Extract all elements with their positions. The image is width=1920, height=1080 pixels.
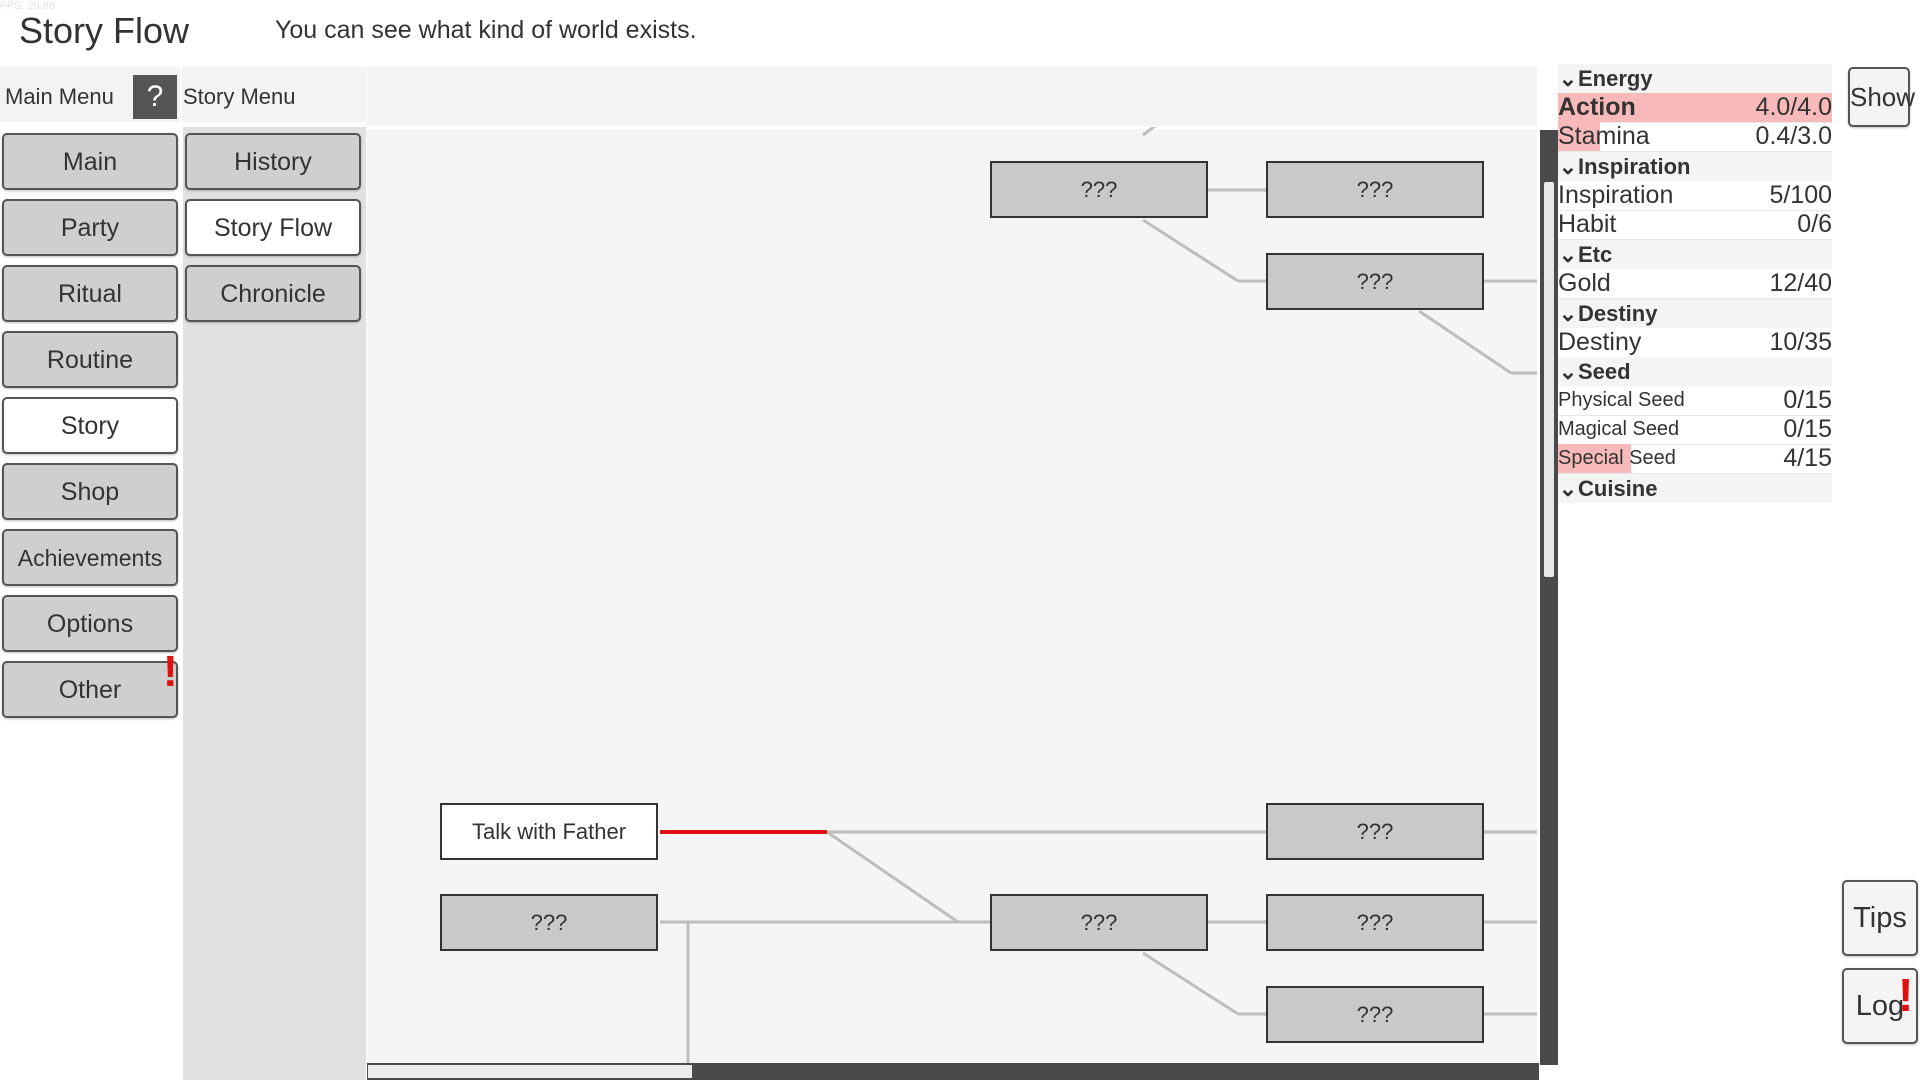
chevron-down-icon: ⌄ <box>1558 66 1578 91</box>
flow-edge <box>1142 218 1239 283</box>
horizontal-scroll-thumb[interactable] <box>368 1065 692 1078</box>
habit-label: Habit <box>1558 210 1617 238</box>
menu-main-button[interactable]: Main <box>2 133 178 190</box>
flow-edge <box>1142 951 1239 1016</box>
magical-seed-row: Magical Seed 0/15 <box>1558 415 1832 445</box>
story-history-button[interactable]: History <box>185 133 361 190</box>
menu-ritual-button[interactable]: Ritual <box>2 265 178 322</box>
flow-node[interactable]: ??? <box>440 894 658 951</box>
etc-category[interactable]: ⌄Etc <box>1558 240 1832 269</box>
menu-options-button[interactable]: Options <box>2 595 178 652</box>
seed-category[interactable]: ⌄Seed <box>1558 357 1832 386</box>
flow-node[interactable]: ??? <box>990 161 1208 218</box>
show-button[interactable]: Show <box>1848 67 1915 127</box>
page-title: Story Flow <box>19 10 190 51</box>
flow-node[interactable]: ??? <box>990 894 1208 951</box>
flow-node-talk-with-father[interactable]: Talk with Father <box>440 803 658 860</box>
chevron-down-icon: ⌄ <box>1558 301 1578 326</box>
action-fill <box>1558 93 1832 122</box>
destiny-label: Destiny <box>1558 328 1642 356</box>
menu-routine-button[interactable]: Routine <box>2 331 178 388</box>
destiny-row: Destiny 10/35 <box>1558 328 1832 358</box>
inspiration-row: Inspiration 5/100 <box>1558 181 1832 211</box>
log-alert-icon: ! <box>1898 969 1914 1021</box>
magical-seed-label: Magical Seed <box>1558 418 1680 440</box>
story-menu-header <box>182 67 366 122</box>
inspiration-label: Inspiration <box>1558 181 1674 209</box>
menu-shop-button[interactable]: Shop <box>2 463 178 520</box>
chevron-down-icon: ⌄ <box>1558 359 1578 384</box>
flow-node[interactable]: ??? <box>1266 803 1484 860</box>
flow-node[interactable]: ??? <box>1266 894 1484 951</box>
flow-edge <box>1142 127 1157 137</box>
stamina-label: Stamina <box>1558 122 1650 150</box>
action-label: Action <box>1558 93 1636 121</box>
fps-counter: FPS: 29.96 <box>0 0 56 12</box>
cuisine-category[interactable]: ⌄Cuisine <box>1558 474 1832 503</box>
main-menu-label: Main Menu <box>5 84 114 109</box>
habit-row: Habit 0/6 <box>1558 210 1832 240</box>
story-menu-label: Story Menu <box>183 84 296 109</box>
physical-seed-value: 0/15 <box>1783 386 1832 414</box>
log-button[interactable]: Log <box>1842 968 1918 1044</box>
stamina-value: 0.4/3.0 <box>1755 122 1832 150</box>
stamina-row: Stamina 0.4/3.0 <box>1558 122 1832 152</box>
inspiration-value: 5/100 <box>1769 181 1832 209</box>
tips-button[interactable]: Tips <box>1842 880 1918 956</box>
page-description: You can see what kind of world exists. <box>275 16 697 44</box>
habit-value: 0/6 <box>1797 210 1832 238</box>
log-label: Log <box>1855 990 1905 1022</box>
menu-other-button[interactable]: Other <box>2 661 178 718</box>
menu-achievements-button[interactable]: Achievements <box>2 529 178 586</box>
vertical-scroll-thumb[interactable] <box>1544 182 1554 577</box>
help-button[interactable]: ? <box>133 75 177 119</box>
destiny-value: 10/35 <box>1769 328 1832 356</box>
stamina-fill <box>1558 122 1600 151</box>
menu-story-button[interactable]: Story <box>2 397 178 454</box>
canvas-top-bar <box>367 67 1537 129</box>
inspiration-category[interactable]: ⌄Inspiration <box>1558 152 1832 181</box>
gold-value: 12/40 <box>1769 269 1832 297</box>
flow-edge <box>1418 309 1512 375</box>
special-seed-label: Special Seed <box>1558 447 1676 469</box>
gold-label: Gold <box>1558 269 1611 297</box>
other-alert-icon: ! <box>163 647 178 696</box>
flow-edge <box>826 830 959 924</box>
story-flow-button[interactable]: Story Flow <box>185 199 361 256</box>
special-seed-fill <box>1558 444 1631 473</box>
chevron-down-icon: ⌄ <box>1558 476 1578 501</box>
menu-party-button[interactable]: Party <box>2 199 178 256</box>
story-chronicle-button[interactable]: Chronicle <box>185 265 361 322</box>
special-seed-value: 4/15 <box>1783 444 1832 472</box>
flow-node[interactable]: ??? <box>1266 253 1484 310</box>
flow-node[interactable]: ??? <box>1266 986 1484 1043</box>
energy-category[interactable]: ⌄Energy <box>1558 64 1832 93</box>
destiny-category[interactable]: ⌄Destiny <box>1558 299 1832 328</box>
flow-node[interactable]: ??? <box>1266 161 1484 218</box>
chevron-down-icon: ⌄ <box>1558 154 1578 179</box>
special-seed-row: Special Seed 4/15 <box>1558 444 1832 474</box>
gold-row: Gold 12/40 <box>1558 269 1832 299</box>
physical-seed-label: Physical Seed <box>1558 389 1685 411</box>
action-row: Action 4.0/4.0 <box>1558 93 1832 123</box>
physical-seed-row: Physical Seed 0/15 <box>1558 386 1832 416</box>
magical-seed-value: 0/15 <box>1783 415 1832 443</box>
chevron-down-icon: ⌄ <box>1558 242 1578 267</box>
flow-edges <box>660 127 1537 1063</box>
action-value: 4.0/4.0 <box>1755 93 1832 121</box>
